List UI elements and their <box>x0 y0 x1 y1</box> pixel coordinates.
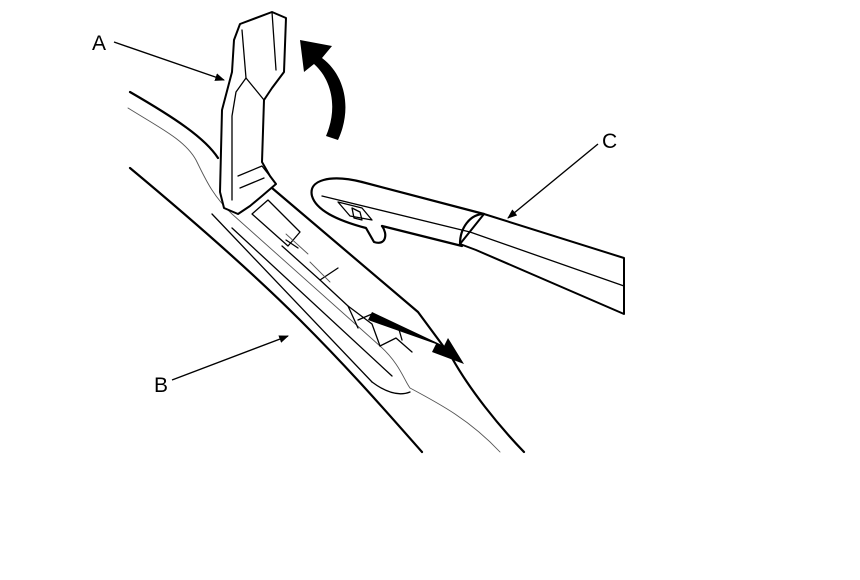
wiper-blade-b <box>127 90 526 454</box>
lift-arrow-icon <box>300 40 346 140</box>
label-a: A <box>92 32 106 55</box>
slide-arrow-icon <box>368 312 464 364</box>
label-c: C <box>602 130 617 153</box>
label-b: B <box>154 374 168 397</box>
wiper-arm-c <box>310 177 625 315</box>
leader-lines <box>113 41 599 381</box>
retaining-tab-a <box>219 11 287 215</box>
clip-adapter <box>251 199 413 353</box>
